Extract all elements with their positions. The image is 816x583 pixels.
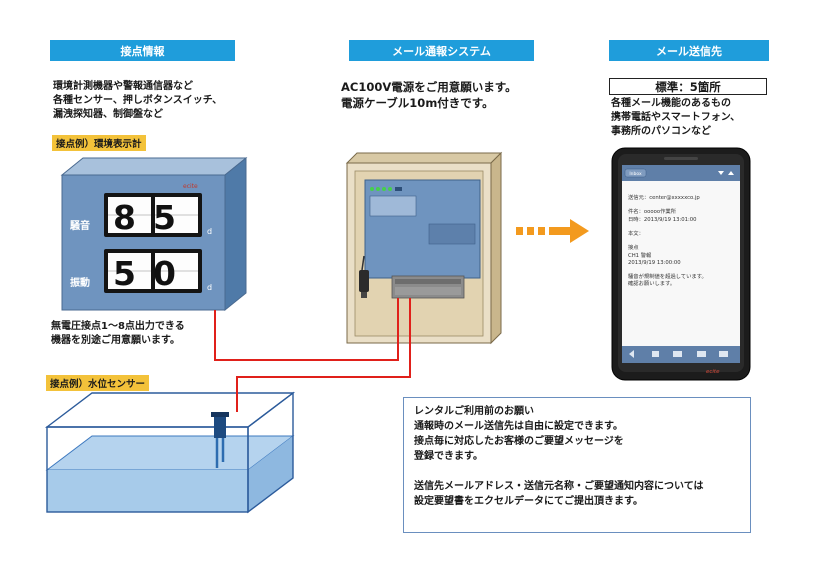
relay-note-2: 機器を別途ご用意願います。 [51, 335, 180, 346]
contact-desc-2: 各種センサー、押しボタンスイッチ、 [53, 95, 223, 106]
notice-line: 送信先メールアドレス・送信元名称・ご要望通知内容については [414, 481, 704, 492]
email-line: 確認お願いします。 [628, 281, 676, 288]
water-tank [44, 391, 296, 514]
notice-line: 設定要望書をエクセルデータにてご提出頂きます。 [414, 496, 643, 507]
phone-brand-logo: ecite [706, 369, 720, 375]
noise-label: 騒音 [69, 219, 90, 232]
vibration-value-display: 50 [113, 254, 193, 293]
vibration-unit: d [207, 283, 212, 292]
contact-desc-3: 漏洩探知器、制御盤など [53, 109, 163, 120]
inbox-back-button[interactable]: Inbox [629, 171, 642, 177]
panel-brand-logo: ecite [183, 183, 198, 190]
control-cabinet [345, 151, 503, 345]
destination-desc-3: 事務所のパソコンなど [611, 126, 711, 137]
vibration-label: 振動 [70, 276, 90, 289]
email-line [628, 224, 738, 231]
notice-line: 通報時のメール送信先は自由に設定できます。 [414, 421, 623, 432]
email-line: 日時：2013/9/19 13:01:00 [628, 216, 697, 223]
relay-note-1: 無電圧接点1～8点出力できる [51, 321, 185, 332]
header-contact-info: 接点情報 [50, 40, 235, 61]
standard-destinations-box: 標準：5箇所 [609, 78, 767, 95]
contact-wires [214, 298, 411, 412]
destination-desc-1: 各種メール機能のあるもの [611, 98, 731, 109]
email-line [628, 238, 738, 245]
email-line: 接点 [628, 245, 639, 252]
email-line: CH1 警報 [628, 252, 652, 259]
transmission-arrow [516, 219, 589, 243]
email-line: 2013/9/19 13:00:00 [628, 259, 681, 266]
notice-line: 登録できます。 [414, 451, 483, 462]
email-body: 送信元：center@xxxxxco.jp 件名：ooooo作業所 日時：201… [628, 195, 738, 289]
contact-desc-1: 環境計測機器や警報通信器など [53, 81, 193, 92]
email-line: 件名：ooooo作業所 [628, 209, 676, 216]
system-desc-1: AC100V電源をご用意願います。 [341, 80, 517, 94]
rental-notice-box: レンタルご利用前のお願い 通報時のメール送信先は自由に設定できます。 接点毎に対… [403, 397, 751, 533]
example-tag-environment: 接点例）環境表示計 [52, 135, 146, 151]
notice-line [414, 464, 740, 479]
environment-display-panel: ecite 騒音 85 d 振動 50 d [60, 156, 248, 312]
email-line: 騒音が規制値を超過しています。 [628, 274, 707, 281]
notice-line: 接点毎に対応したお客様のご要望メッセージを [414, 436, 624, 447]
email-line: 本文： [628, 231, 644, 238]
noise-value-display: 85 [113, 198, 193, 237]
system-desc-2: 電源ケーブル10m付きです。 [341, 96, 494, 110]
header-mail-destination: メール送信先 [609, 40, 769, 61]
destination-desc-2: 携帯電話やスマートフォン、 [611, 112, 741, 123]
notice-title: レンタルご利用前のお願い [414, 406, 534, 417]
smartphone: Inbox ecite [611, 147, 751, 381]
example-tag-water-level: 接点例）水位センサー [46, 375, 150, 391]
email-line: 送信元：center@xxxxxco.jp [628, 195, 700, 201]
noise-unit: d [207, 227, 212, 236]
header-mail-system: メール通報システム [349, 40, 534, 61]
